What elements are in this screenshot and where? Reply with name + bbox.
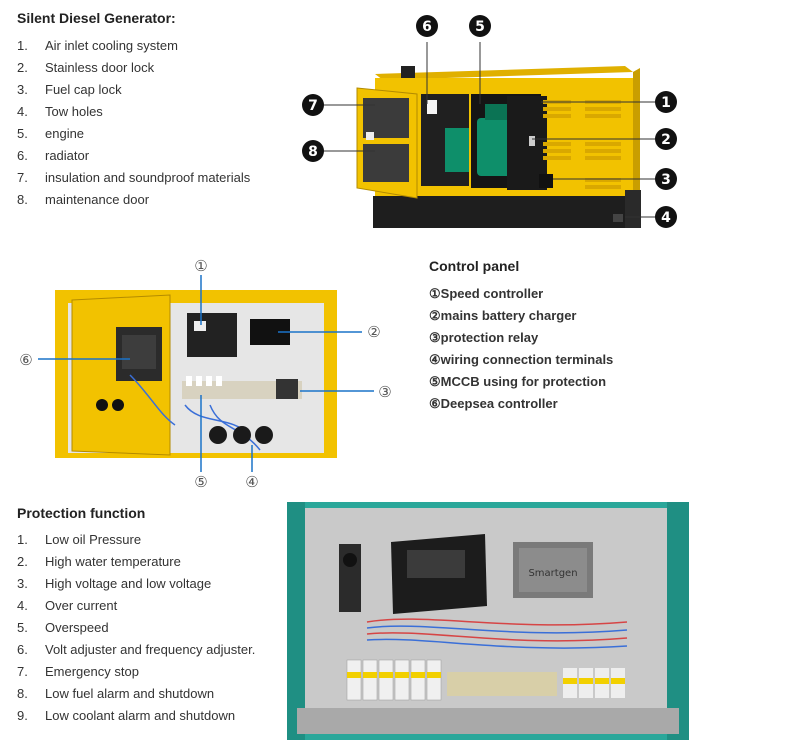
svg-text:6: 6: [422, 19, 432, 35]
callout-6: 6: [416, 15, 438, 37]
callout-8: 8: [302, 140, 324, 162]
svg-text:5: 5: [475, 19, 485, 35]
charger-brand-label: Smartgen: [528, 568, 577, 579]
callout-4: ④: [245, 473, 258, 491]
callout-1: 1: [655, 91, 677, 113]
list-item: ⑤MCCB using for protection: [429, 374, 607, 389]
svg-text:2: 2: [661, 132, 671, 148]
list-item: ①Speed controller: [429, 286, 544, 301]
list-item: ③protection relay: [429, 330, 539, 345]
callout-6: ⑥: [19, 351, 32, 369]
callout-4: 4: [655, 206, 677, 228]
svg-text:7: 7: [308, 98, 318, 114]
protection-heading: Protection function: [17, 505, 146, 521]
list-item: ⑥Deepsea controller: [429, 396, 558, 411]
list-item: ②mains battery charger: [429, 308, 577, 323]
list-item: ④wiring connection terminals: [429, 352, 614, 367]
callout-1: ①: [194, 257, 207, 275]
svg-text:1: 1: [661, 95, 671, 111]
callout-2: 2: [655, 128, 677, 150]
callout-3: ③: [378, 383, 391, 401]
control-panel-list: ①Speed controller ②mains battery charger…: [429, 283, 613, 415]
control-panel-heading: Control panel: [429, 258, 520, 274]
svg-text:4: 4: [661, 210, 671, 226]
generator-illustration: 6 5 7 8 1 2 3 4: [302, 15, 677, 228]
svg-text:3: 3: [661, 172, 671, 188]
callout-2: ②: [367, 323, 380, 341]
control-panel-illustration: ① ② ③ ④ ⑤ ⑥: [19, 257, 391, 491]
generator-heading: Silent Diesel Generator:: [17, 10, 176, 26]
svg-text:8: 8: [308, 144, 318, 160]
panel-interior-photo: Smartgen: [287, 502, 689, 740]
callout-5: ⑤: [194, 473, 207, 491]
callout-7: 7: [302, 94, 324, 116]
callout-5: 5: [469, 15, 491, 37]
callout-3: 3: [655, 168, 677, 190]
